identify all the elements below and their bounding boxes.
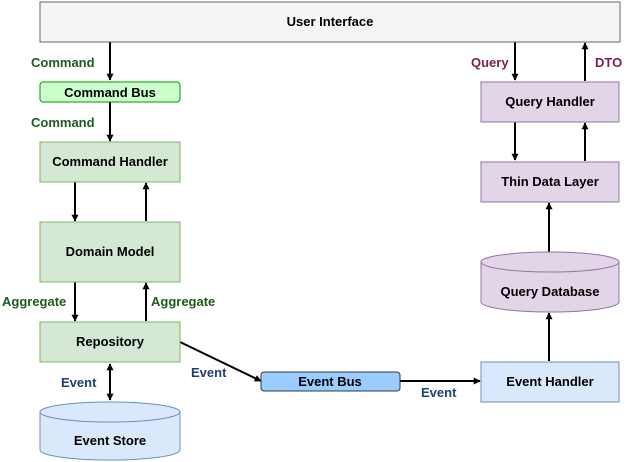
repository-label: Repository [76,334,145,349]
node-thin-data-layer: Thin Data Layer [480,161,620,203]
node-command-bus: Command Bus [39,81,181,103]
node-query-handler: Query Handler [480,81,620,123]
node-event-bus: Event Bus [260,371,401,392]
node-repository: Repository [39,321,181,363]
label-command-mid: Command [31,115,95,130]
edge-labels: Command Command Aggregate Aggregate Even… [2,55,622,400]
label-event-bus-handler: Event [421,385,457,400]
user-interface-label: User Interface [287,14,374,29]
label-command-top: Command [31,55,95,70]
event-store-label: Event Store [74,433,146,448]
event-handler-label: Event Handler [506,374,593,389]
label-dto: DTO [595,55,622,70]
node-event-store: Event Store [39,401,181,461]
query-handler-label: Query Handler [505,94,595,109]
label-aggregate-left: Aggregate [2,294,66,309]
edges [71,42,589,401]
node-domain-model: Domain Model [39,221,181,283]
edge-repository-to-event-bus [179,341,262,382]
label-event-repo-store: Event [61,375,97,390]
node-event-handler: Event Handler [480,361,620,403]
command-handler-label: Command Handler [52,154,168,169]
label-query: Query [471,55,509,70]
event-bus-label: Event Bus [298,374,362,389]
thin-data-layer-label: Thin Data Layer [501,174,599,189]
node-command-handler: Command Handler [39,141,181,183]
label-aggregate-right: Aggregate [151,294,215,309]
label-event-repo-bus: Event [191,365,227,380]
node-user-interface: User Interface [39,1,621,43]
query-database-label: Query Database [501,284,600,299]
domain-model-label: Domain Model [66,244,155,259]
node-query-database: Query Database [480,251,620,313]
command-bus-label: Command Bus [64,85,156,100]
